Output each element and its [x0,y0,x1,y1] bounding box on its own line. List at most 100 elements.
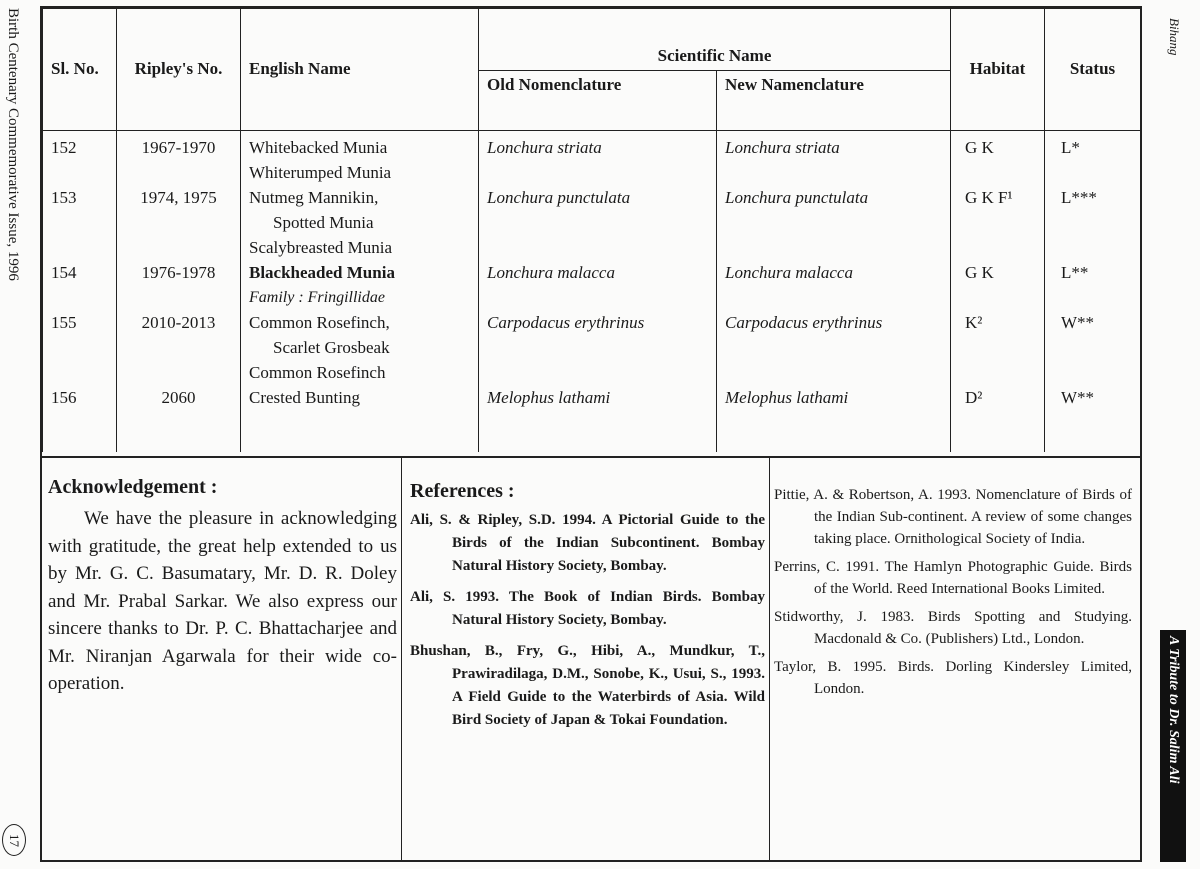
table-cell-ripley [125,160,232,185]
table-cell-habitat [965,285,1036,310]
table-cell-habitat [965,160,1036,185]
table-cell-status [1061,160,1132,185]
table-cell-ripley: 1976-1978 [141,263,216,282]
table-cell-status [1061,285,1132,310]
table-cell-ripley: 2010-2013 [141,313,216,332]
table-cell-habitat [965,360,1036,385]
table-cell-sl [51,235,108,260]
table-cell-new [725,360,942,385]
header-status: Status [1044,8,1141,131]
table-cell-ripley: 1974, 1975 [140,188,217,207]
table-cell-english: Whitebacked Munia [249,138,388,157]
table-cell-status: L* [1061,138,1080,157]
table-cell-ripley: 1967-1970 [141,138,216,157]
table-cell-ripley: 2060 [161,388,196,407]
table-cell-sl [51,360,108,385]
table-cell-old: Lonchura striata [487,138,602,157]
table-cell-old [487,210,708,235]
table-cell-new [725,210,942,235]
header-new-nomenclature: New Namenclature [716,70,951,131]
ripley-column: 1967-1970 1974, 1975 1976-1978 2010-2013 206… [116,130,241,452]
table-cell-english: Common Rosefinch [249,363,386,382]
table-cell-habitat: K² [965,313,983,332]
table-cell-sl [51,210,108,235]
sl-column: 152 153 154 155 156 [42,130,117,452]
table-cell-new [725,160,942,185]
table-cell-new: Lonchura striata [725,138,840,157]
table-cell-status [1061,335,1132,360]
table-cell-old: Lonchura punctulata [487,188,631,207]
acknowledgement-heading: Acknowledgement : [48,476,218,498]
table-cell-old: Lonchura malacca [487,263,615,282]
table-cell-sl: 156 [51,388,77,407]
table-cell-ripley [125,335,232,360]
table-cell-ripley [125,360,232,385]
references-column-1: References : Ali, S. & Ripley, S.D. 1994… [402,458,770,862]
table-cell-old: Melophus lathami [487,388,611,407]
table-cell-status: W** [1061,313,1095,332]
table-cell-sl [51,285,108,310]
table-cell-status: L*** [1061,188,1097,207]
table-cell-status [1061,210,1132,235]
left-margin: Birth Centenary Commemorative Issue, 199… [4,8,26,848]
table-cell-sl: 153 [51,188,77,207]
reference-item: Stidworthy, J. 1983. Birds Spotting and … [774,609,1132,647]
table-cell-new [725,235,942,260]
table-cell-english: Whiterumped Munia [249,163,392,182]
running-head: Birth Centenary Commemorative Issue, 199… [5,8,21,281]
bird-table: Sl. No. Ripley's No. English Name Scient… [42,8,1141,452]
table-cell-sl [51,160,108,185]
header-old-nomenclature: Old Nomenclature [478,70,717,131]
table-cell-habitat: G K [965,263,994,282]
table-cell-status [1061,235,1132,260]
table-cell-new: Lonchura punctulata [725,188,869,207]
table-cell-ripley [125,285,232,310]
table-cell-english: Crested Bunting [249,388,360,407]
table-cell-english: Blackheaded Munia [249,263,395,282]
reference-item: Ali, S. & Ripley, S.D. 1994. A Pictorial… [410,512,765,574]
table-cell-english: Family : Fringillidae [249,289,385,306]
table-cell-english: Spotted Munia [273,213,374,232]
table-cell-sl: 152 [51,138,77,157]
signature-mark: Bihang [1167,18,1182,56]
table-cell-english: Scalybreasted Munia [249,238,393,257]
tribute-band: A Tribute to Dr. Salim Ali [1160,630,1186,862]
table-cell-new: Melophus lathami [725,388,849,407]
table-cell-ripley [125,235,232,260]
table-cell-new: Lonchura malacca [725,263,853,282]
table-cell-habitat: G K [965,138,994,157]
header-scientific-name: Scientific Name [478,8,951,71]
table-cell-new [725,285,942,310]
table-cell-sl [51,335,108,360]
table-cell-habitat [965,335,1036,360]
table-cell-status: L** [1061,263,1089,282]
header-english-name: English Name [240,8,479,131]
table-cell-sl: 155 [51,313,77,332]
acknowledgement-section: Acknowledgement : We have the pleasure i… [42,458,402,862]
bottom-section: Acknowledgement : We have the pleasure i… [42,456,1140,862]
references-heading: References : [410,480,515,502]
table-cell-habitat [965,235,1036,260]
table-cell-status [1061,360,1132,385]
acknowledgement-text: We have the pleasure in acknowledging wi… [48,508,397,694]
table-cell-sl: 154 [51,263,77,282]
header-sl-no: Sl. No. [42,8,117,131]
table-cell-habitat: G K F¹ [965,188,1013,207]
table-cell-english: Nutmeg Mannikin, [249,188,379,207]
table-cell-ripley [125,210,232,235]
page-number: 17 [2,824,26,856]
table-cell-habitat [965,210,1036,235]
header-ripley-no: Ripley's No. [116,8,241,131]
reference-item: Ali, S. 1993. The Book of Indian Birds. … [410,589,765,628]
header-habitat: Habitat [950,8,1045,131]
reference-item: Bhushan, B., Fry, G., Hibi, A., Mundkur,… [410,643,765,728]
table-cell-old [487,335,708,360]
reference-item: Taylor, B. 1995. Birds. Dorling Kindersl… [774,659,1132,697]
reference-item: Perrins, C. 1991. The Hamlyn Photographi… [774,559,1132,597]
table-cell-english: Scarlet Grosbeak [273,338,390,357]
table-cell-old: Carpodacus erythrinus [487,313,645,332]
